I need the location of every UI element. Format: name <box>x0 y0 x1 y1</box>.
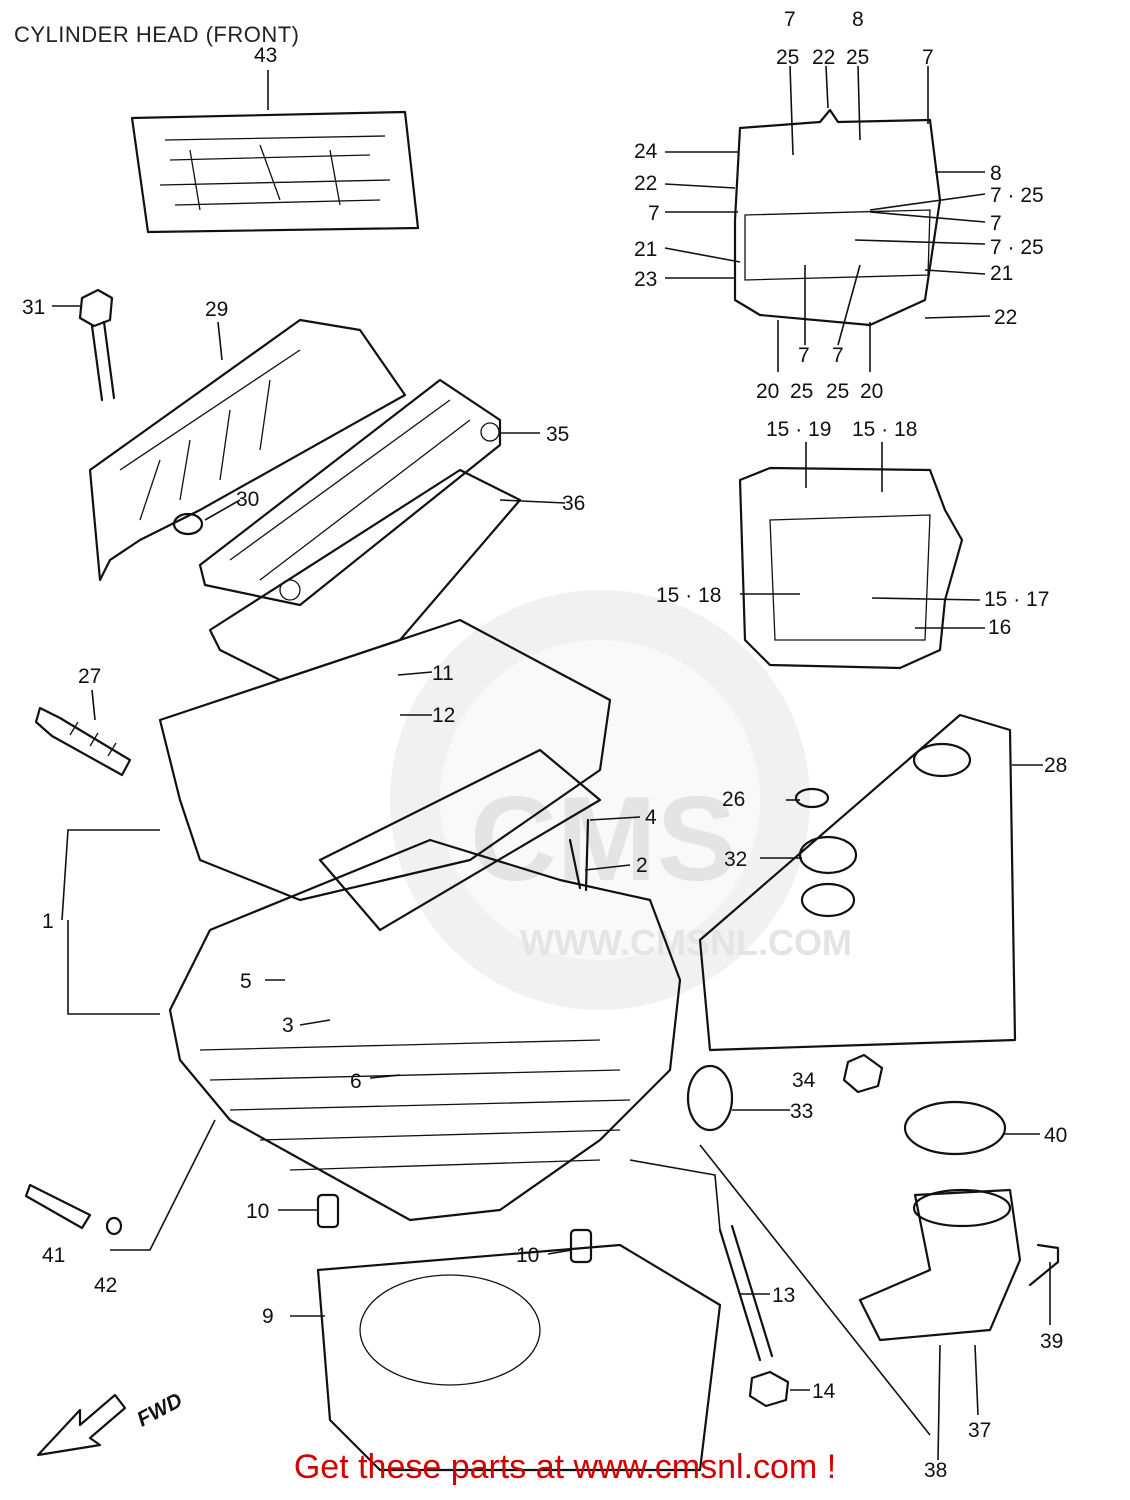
callout-15-17: 15 · 17 <box>984 588 1049 611</box>
callout-8-a: 8 <box>852 8 864 31</box>
callout-14: 14 <box>812 1380 836 1403</box>
watermark-url-text: WWW.CMSNL.COM <box>520 922 852 963</box>
callout-40: 40 <box>1044 1124 1067 1147</box>
callout-7-a: 7 <box>784 8 796 31</box>
callout-25-a: 25 <box>776 46 799 69</box>
callout-22-a: 22 <box>812 46 835 69</box>
callout-22-c: 22 <box>994 306 1017 329</box>
callout-15-18-b: 15 · 18 <box>656 584 721 607</box>
part-1-cylinder-head-assembly <box>158 618 682 1222</box>
callout-7-d: 7 <box>990 212 1002 235</box>
callout-21-b: 21 <box>990 262 1013 285</box>
part-10-dowel-b <box>569 1228 593 1264</box>
callout-22-b: 22 <box>634 172 657 195</box>
diagram-title: CYLINDER HEAD (FRONT) <box>14 22 300 47</box>
part-37-intake-pipe <box>858 1188 1022 1342</box>
callout-8-b: 8 <box>990 162 1002 185</box>
callout-6: 6 <box>350 1070 362 1093</box>
callout-5: 5 <box>240 970 252 993</box>
callout-20-b: 20 <box>860 380 883 403</box>
callout-30: 30 <box>236 488 259 511</box>
part-9-bore <box>359 1274 541 1386</box>
part-35-head-cover <box>198 378 502 607</box>
callout-15-19: 15 · 19 <box>766 418 831 441</box>
callout-31: 31 <box>22 296 45 319</box>
part-32-grommet <box>798 835 858 918</box>
callout-34: 34 <box>792 1069 816 1092</box>
leader-lines <box>52 65 1051 1461</box>
callout-4: 4 <box>645 806 657 829</box>
watermark-cms-text: CMS <box>470 772 737 906</box>
callout-27: 27 <box>78 665 101 688</box>
callout-36: 36 <box>562 492 585 515</box>
part-10-dowel-a <box>316 1193 340 1229</box>
callout-2: 2 <box>636 854 648 877</box>
part-14-nut <box>748 1370 790 1408</box>
callout-11: 11 <box>432 662 454 685</box>
fwd-label: FWD <box>133 1389 186 1432</box>
part-9-head-gasket <box>316 1243 722 1472</box>
callout-7-b: 7 <box>922 46 934 69</box>
part-27-spark-plug <box>34 706 132 777</box>
callout-16: 16 <box>988 616 1011 639</box>
callout-3: 3 <box>282 1014 294 1037</box>
part-26-washer <box>794 787 830 809</box>
callout-37: 37 <box>968 1419 991 1442</box>
part-13-stud <box>718 1224 774 1362</box>
callout-23: 23 <box>634 268 657 291</box>
callout-42: 42 <box>94 1274 117 1297</box>
part-33-plug <box>686 1064 734 1132</box>
part-43-gasket-sheet <box>130 110 420 234</box>
callout-10-b: 10 <box>516 1244 539 1267</box>
callout-13: 13 <box>772 1284 795 1307</box>
callout-41: 41 <box>42 1244 65 1267</box>
watermark-logo: CMS WWW.CMSNL.COM <box>390 590 852 1010</box>
callout-25-b: 25 <box>846 46 869 69</box>
part-30-grommet <box>172 512 204 536</box>
callout-1: 1 <box>42 910 54 933</box>
part-34-nut <box>842 1053 884 1094</box>
part-2-dowel-pin <box>568 818 590 892</box>
callout-labels: 1 2 3 4 5 6 7 7 7 7 7 7 8 8 9 10 10 11 1… <box>22 8 1067 1482</box>
callout-9: 9 <box>262 1305 274 1328</box>
callout-39: 39 <box>1040 1330 1063 1353</box>
callout-25-c: 25 <box>790 380 813 403</box>
callout-7-e: 7 <box>798 344 810 367</box>
callout-29: 29 <box>205 298 228 321</box>
callout-33: 33 <box>790 1100 813 1123</box>
callout-28: 28 <box>1044 754 1067 777</box>
callout-7-25-a: 7 · 25 <box>990 184 1044 207</box>
callout-15-18-a: 15 · 18 <box>852 418 917 441</box>
callout-43: 43 <box>254 44 277 67</box>
callout-35: 35 <box>546 423 569 446</box>
part-head-top-view <box>738 466 964 670</box>
part-28-cover-hole <box>912 742 972 778</box>
callout-32: 32 <box>724 848 747 871</box>
callout-10-a: 10 <box>246 1200 269 1223</box>
callout-7-25-b: 7 · 25 <box>990 236 1044 259</box>
fwd-arrow-icon <box>36 1393 127 1457</box>
callout-7-f: 7 <box>832 344 844 367</box>
callout-20-a: 20 <box>756 380 779 403</box>
part-41-sensor <box>24 1183 92 1230</box>
callout-24: 24 <box>634 140 658 163</box>
part-31-bolt <box>78 288 116 402</box>
callout-7-c: 7 <box>648 202 660 225</box>
callout-26: 26 <box>722 788 745 811</box>
callout-21-a: 21 <box>634 238 657 261</box>
part-40-clamp <box>903 1100 1007 1156</box>
part-29-side-cover <box>88 318 407 582</box>
callout-12: 12 <box>432 704 455 727</box>
part-42-washer <box>105 1216 123 1236</box>
footer-promo-text: Get these parts at www.cmsnl.com ! <box>293 1448 837 1486</box>
part-39-bolt <box>1028 1243 1060 1287</box>
callout-25-d: 25 <box>826 380 849 403</box>
part-valve-cover-top-view <box>733 108 942 327</box>
callout-38: 38 <box>924 1459 947 1482</box>
